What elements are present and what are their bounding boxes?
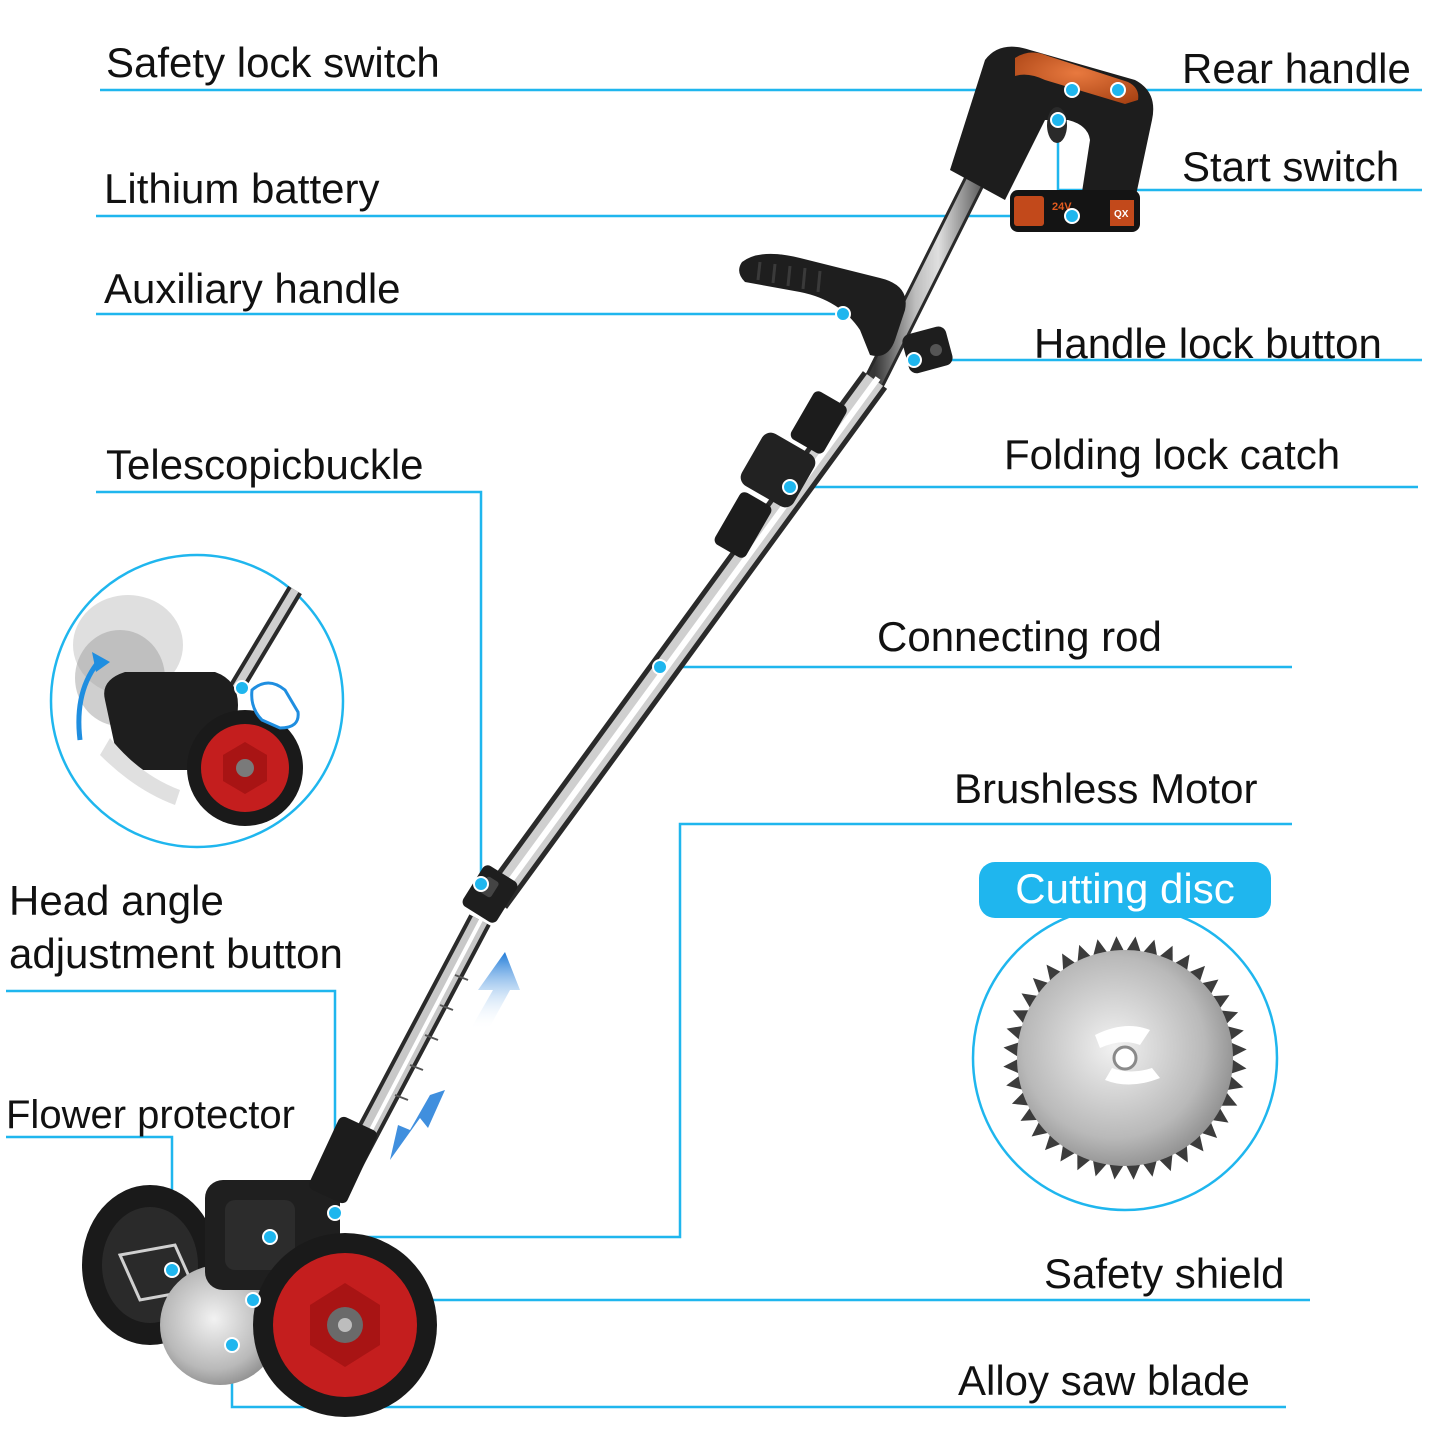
saw-tooth [1045,1132,1064,1151]
saw-tooth [1186,965,1205,984]
dot-handle-lock [906,352,922,368]
callout-dots [164,82,1126,1353]
dot-start-switch [1050,112,1066,128]
dot-rear-handle [1110,82,1126,98]
fold-inset [49,553,345,849]
dot-motor [262,1229,278,1245]
label-folding-lock-catch: Folding lock catch [1004,431,1341,478]
saw-tooth [1125,1161,1142,1180]
cutting-disc-badge: Cutting disc [979,862,1271,918]
saw-tooth [1108,936,1125,955]
label-head-angle-line1: Head angle [9,877,224,924]
pointing-hand-icon [250,681,300,730]
dot-folding-lock [782,479,798,495]
dot-shield [245,1292,261,1308]
saw-tooth [1209,1105,1229,1123]
dot-blade [224,1337,240,1353]
label-safety-lock-switch: Safety lock switch [106,39,440,86]
dot-connecting-rod [652,659,668,675]
leader-brushless-motor [270,822,1292,1239]
saw-tooth [1199,979,1219,997]
saw-tooth [1021,993,1041,1011]
saw-tooth [1186,1132,1204,1152]
saw-tooth [1003,1058,1022,1075]
saw-tooth [1108,1161,1125,1180]
battery-brand-text: QX [1114,209,1129,220]
saw-tooth [1046,964,1064,984]
label-auxiliary-handle: Auxiliary handle [104,265,401,312]
saw-tooth [1228,1058,1247,1075]
dot-flower [164,1262,180,1278]
cutting-disc-illustration [971,904,1279,1212]
label-lithium-battery: Lithium battery [104,165,380,212]
saw-tooth [1125,936,1142,955]
leader-telescopic-buckle [96,490,483,884]
leader-lines [6,88,1422,1409]
dot-telescopic [473,876,489,892]
saw-tooth [1228,1041,1247,1058]
dot-aux-handle [835,306,851,322]
label-brushless-motor: Brushless Motor [954,765,1258,812]
label-flower-protector: Flower protector [6,1093,295,1137]
dot-head-angle [327,1205,343,1221]
trimmer-head-shape [82,1116,437,1417]
dot-battery [1064,208,1080,224]
label-head-angle-line2: adjustment button [9,930,343,977]
label-connecting-rod: Connecting rod [877,613,1162,660]
saw-tooth [1031,1119,1051,1137]
saw-tooth [1003,1041,1022,1058]
dot-safety-lock [1064,82,1080,98]
saw-tooth [1199,1119,1218,1138]
saw-tooth [1172,954,1190,974]
extend-arrows-icon [390,952,520,1160]
label-alloy-saw-blade: Alloy saw blade [958,1357,1250,1404]
dot-inset-button [234,680,250,696]
label-start-switch: Start switch [1182,143,1400,190]
label-rear-handle: Rear handle [1182,45,1411,92]
saw-tooth [1060,1142,1078,1162]
label-handle-lock-button: Handle lock button [1034,320,1382,367]
saw-tooth [1032,978,1051,997]
label-safety-shield: Safety shield [1044,1250,1285,1297]
label-telescopic-buckle: Telescopicbuckle [106,441,424,488]
